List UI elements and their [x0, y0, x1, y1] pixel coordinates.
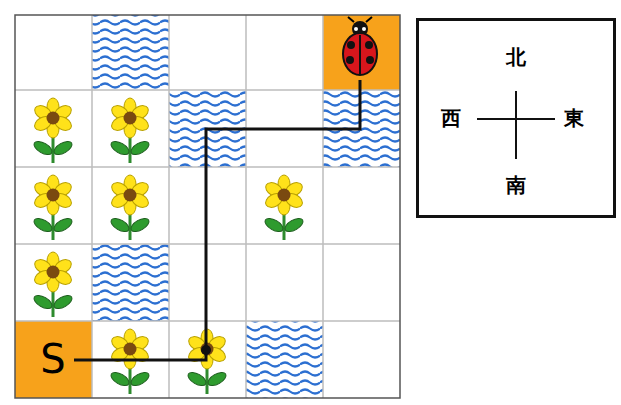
start-cell: S: [15, 321, 92, 398]
east-label: 東: [564, 108, 584, 128]
compass-box: 北西 東南: [416, 18, 616, 218]
north-label: 北: [506, 47, 526, 67]
west-label: 西: [441, 108, 461, 128]
start-letter: S: [40, 339, 65, 379]
south-label: 南: [506, 175, 526, 195]
